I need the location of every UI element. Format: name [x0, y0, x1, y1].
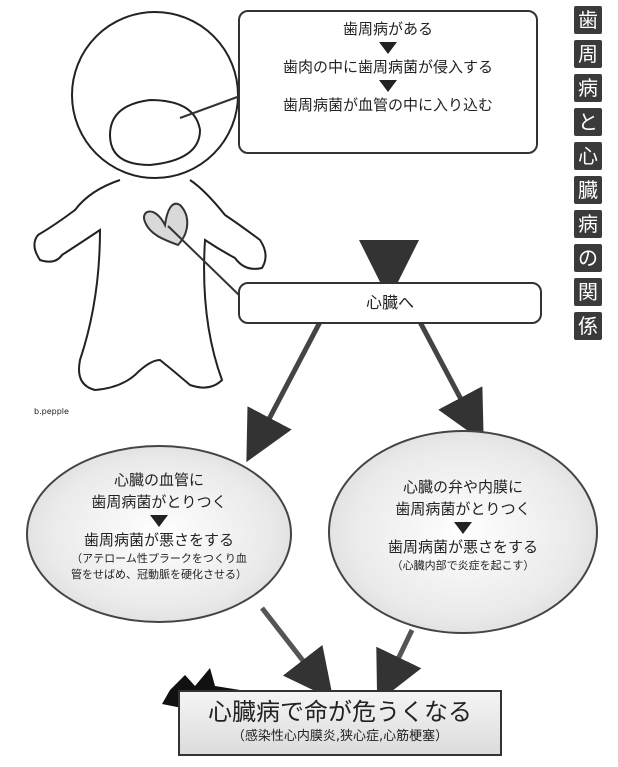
right-oval-line3: 歯周病菌が悪さをする [387, 538, 538, 556]
title-char: 病 [574, 74, 602, 102]
arrow-left-to-conclusion [260, 606, 334, 700]
left-oval-line2: 歯周病菌がとりつく [91, 493, 227, 511]
conclusion-sub: （感染性心内膜炎,狭心症,心筋梗塞） [231, 729, 449, 744]
title-char: 歯 [574, 6, 602, 34]
to-heart-label: 心臓へ [365, 293, 414, 312]
down-triangle-icon [379, 42, 397, 54]
left-oval: 心臓の血管に 歯周病菌がとりつく 歯周病菌が悪さをする （アテローム性プラークを… [26, 445, 292, 623]
title-char: 心 [574, 142, 602, 170]
left-oval-line3: 歯周病菌が悪さをする [83, 531, 234, 549]
top-process-box: 歯周病がある 歯肉の中に歯周病菌が侵入する 歯周病菌が血管の中に入り込む [238, 10, 538, 154]
title-char: 関 [574, 278, 602, 306]
title-char: 係 [574, 312, 602, 340]
step-periodontal-disease: 歯周病がある [342, 20, 433, 38]
left-oval-note2: 管をせばめ、冠動脈を硬化させる） [71, 568, 247, 581]
title-char: の [574, 244, 602, 272]
mouth-pointer-line [179, 95, 241, 119]
down-triangle-icon [150, 515, 168, 527]
arrow-right-to-conclusion [376, 628, 422, 703]
heart-pointer-line [167, 225, 241, 297]
right-oval: 心臓の弁や内膜に 歯周病菌がとりつく 歯周病菌が悪さをする （心臓内部で炎症を起… [328, 430, 598, 634]
title-char: 周 [574, 40, 602, 68]
left-oval-note1: （アテローム性プラークをつくり血 [71, 552, 247, 565]
right-oval-line2: 歯周病菌がとりつく [395, 500, 531, 518]
conclusion-box: 心臓病で命が危うくなる （感染性心内膜炎,狭心症,心筋梗塞） [178, 690, 502, 756]
arrow-heart-to-right [417, 320, 484, 443]
right-oval-line1: 心臓の弁や内膜に [402, 478, 523, 496]
vertical-title: 歯 周 病 と 心 臓 病 の 関 係 [568, 6, 608, 346]
step-bacteria-invade-gums: 歯肉の中に歯周病菌が侵入する [282, 58, 493, 76]
right-oval-note: （心臓内部で炎症を起こす） [391, 559, 535, 572]
title-char: 臓 [574, 176, 602, 204]
down-triangle-icon [379, 80, 397, 92]
down-triangle-icon [454, 522, 472, 534]
title-char: 病 [574, 210, 602, 238]
to-heart-box: 心臓へ [238, 282, 542, 324]
title-char: と [574, 108, 602, 136]
conclusion-main: 心臓病で命が危うくなる [208, 698, 472, 726]
child-figure-icon [33, 11, 267, 392]
left-oval-line1: 心臓の血管に [113, 471, 204, 489]
step-bacteria-enter-blood: 歯周病菌が血管の中に入り込む [282, 96, 493, 114]
arrow-heart-to-left [246, 320, 323, 463]
illustrator-credit: b.pepple [34, 407, 69, 416]
